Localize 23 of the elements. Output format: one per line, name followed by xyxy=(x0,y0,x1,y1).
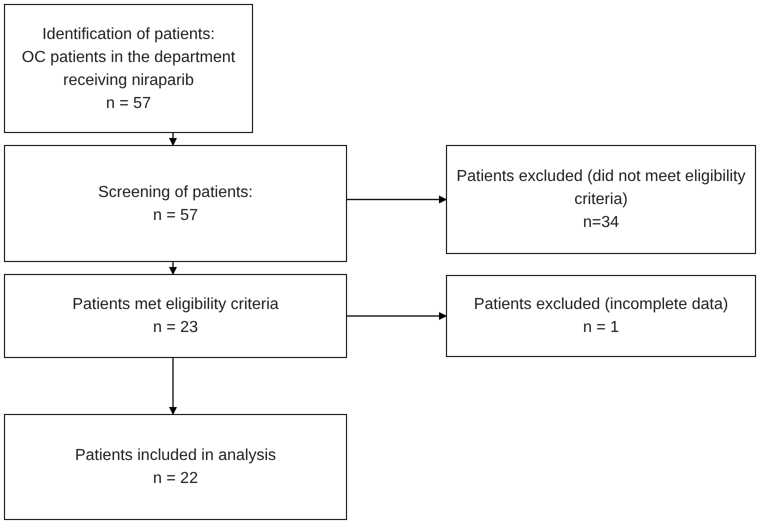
arrow xyxy=(347,196,447,204)
arrow xyxy=(169,262,177,275)
arrow xyxy=(169,133,177,146)
process-box xyxy=(4,4,253,133)
box-text: Patients excluded (incomplete data) xyxy=(474,295,728,315)
box-text: n = 57 xyxy=(106,94,151,114)
box-text: Patients excluded (did not meet eligibility criteria) xyxy=(455,167,747,210)
box-text: n = 22 xyxy=(153,469,198,489)
box-text: Identification of patients: xyxy=(42,24,215,44)
box-text: Patients included in analysis xyxy=(74,446,276,466)
process-box xyxy=(4,145,347,262)
box-text: n = 57 xyxy=(153,206,198,226)
process-box xyxy=(446,275,756,357)
process-box xyxy=(446,145,756,254)
box-text: Patients met eligibility criteria xyxy=(72,295,279,315)
process-box xyxy=(4,414,347,520)
box-text: Screening of patients: xyxy=(98,182,253,202)
box-text: n = 23 xyxy=(153,318,198,338)
box-text: n = 1 xyxy=(582,318,620,338)
arrow xyxy=(169,358,177,415)
box-text: n=34 xyxy=(582,213,620,233)
process-box xyxy=(4,274,347,358)
arrow xyxy=(347,312,447,320)
